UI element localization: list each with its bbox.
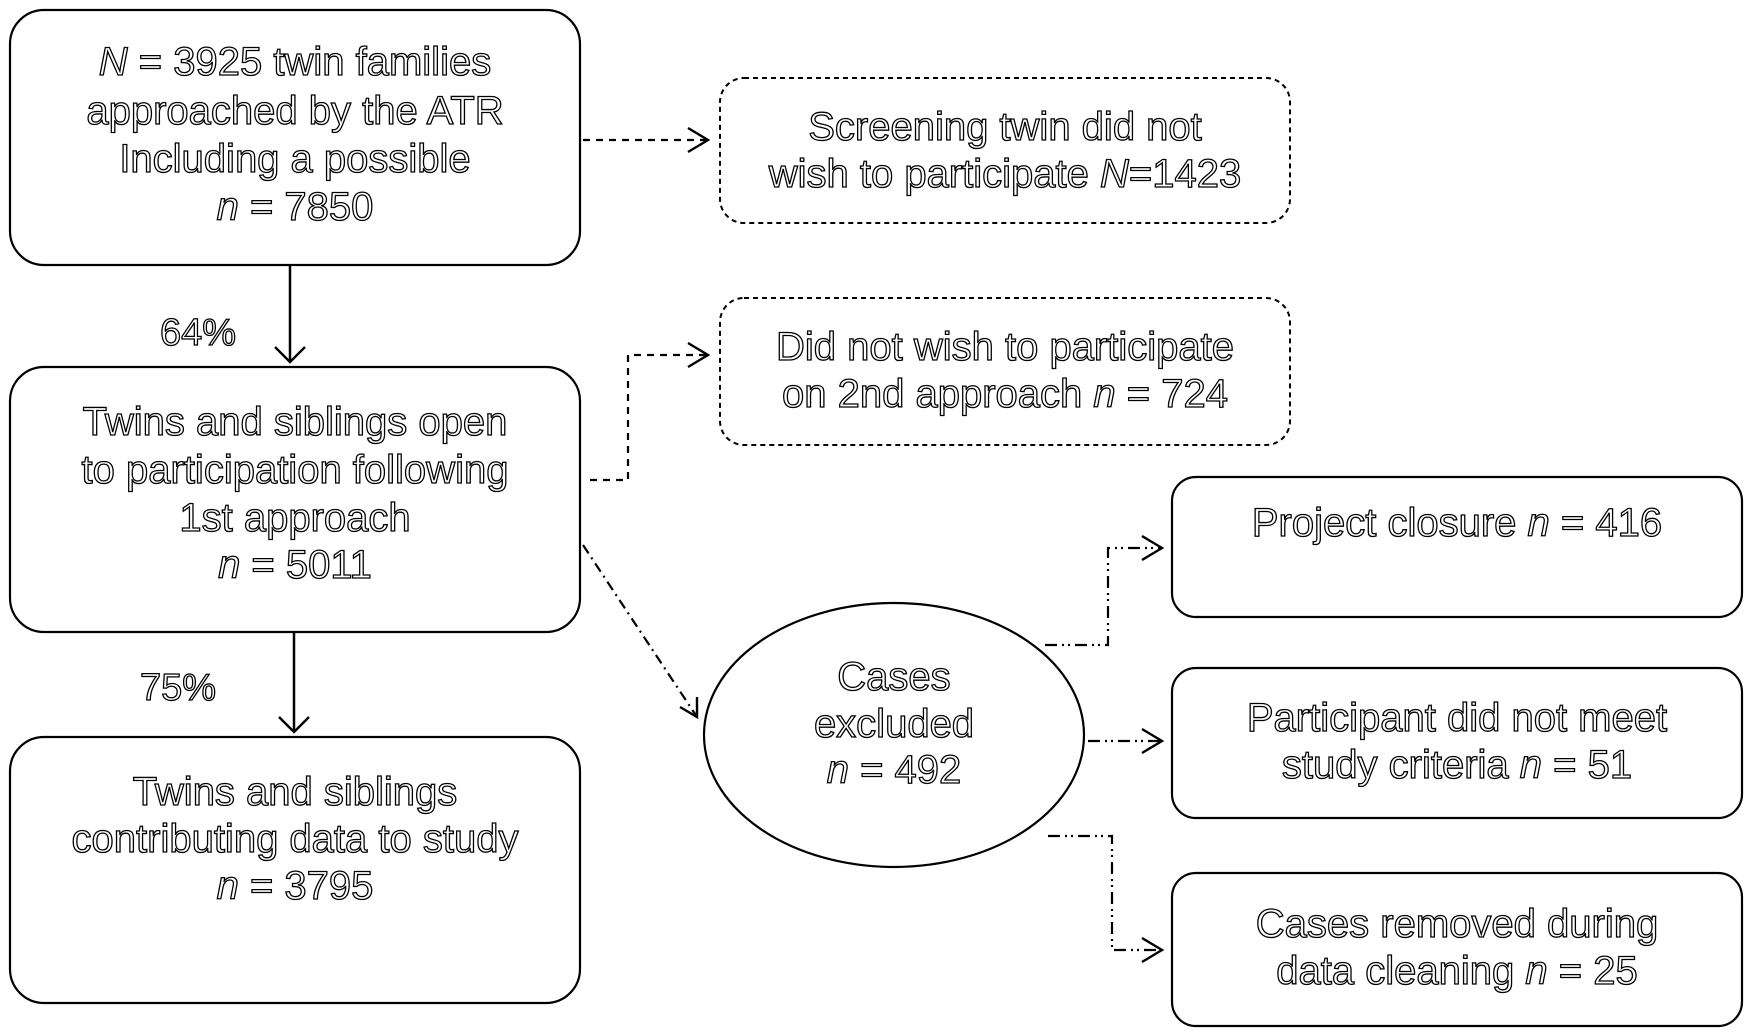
arrow-open-to-excluded [582,544,699,720]
approached-line4: n = 7850 [217,185,374,229]
arrow-excluded-to-criteria [1088,727,1165,755]
approached-box: N = 3925 twin families approached by the… [8,8,582,267]
declined-second-approach-box: Did not wish to participate on 2nd appro… [719,297,1291,446]
approached-line2: approached by the ATR [86,89,503,133]
declined-second-line1: Did not wish to participate [776,325,1234,369]
criteria-line2: study criteria n = 51 [1282,743,1632,787]
open-first-approach-box: Twins and siblings open to participation… [8,365,582,634]
contributing-line2: contributing data to study [72,817,519,861]
excluded-line1: Cases [837,655,950,699]
cleaning-box: Cases removed during data cleaning n = 2… [1170,871,1744,1028]
project-closure-line1: Project closure n = 416 [1252,501,1662,545]
open-first-line4: n = 5011 [218,543,372,587]
project-closure-box: Project closure n = 416 [1170,475,1744,619]
excluded-line2: excluded [814,702,974,746]
percent-label-first: 64% [160,312,236,354]
declined-second-line2: on 2nd approach n = 724 [782,372,1228,416]
contributing-line1: Twins and siblings [133,770,458,814]
criteria-box: Participant did not meet study criteria … [1170,666,1744,820]
criteria-line1: Participant did not meet [1247,696,1667,740]
screening-declined-line2: wish to participate N=1423 [768,152,1242,196]
open-first-line1: Twins and siblings open [83,400,508,444]
contributing-line3: n = 3795 [217,864,374,908]
screening-declined-line1: Screening twin did not [808,105,1202,149]
arrow-open-to-contributing [278,632,310,734]
excluded-ellipse: Cases excluded n = 492 [702,601,1086,869]
arrow-excluded-to-project-closure [1045,534,1165,647]
approached-line1: N = 3925 twin families [99,40,491,84]
approached-line3: Including a possible [119,137,470,181]
arrow-approached-to-open [274,265,306,364]
arrow-approached-to-screening-declined [583,126,711,154]
open-first-line3: 1st approach [179,496,410,540]
open-first-line2: to participation following [82,448,509,492]
excluded-line3: n = 492 [827,748,962,792]
contributing-box: Twins and siblings contributing data to … [8,735,582,1005]
arrow-open-to-declined-second [590,341,711,482]
screening-declined-box: Screening twin did not wish to participa… [719,77,1291,224]
cleaning-line2: data cleaning n = 25 [1276,949,1637,993]
percent-label-second: 75% [140,667,216,709]
cleaning-line1: Cases removed during [1256,902,1658,946]
arrow-excluded-to-cleaning [1048,834,1165,964]
